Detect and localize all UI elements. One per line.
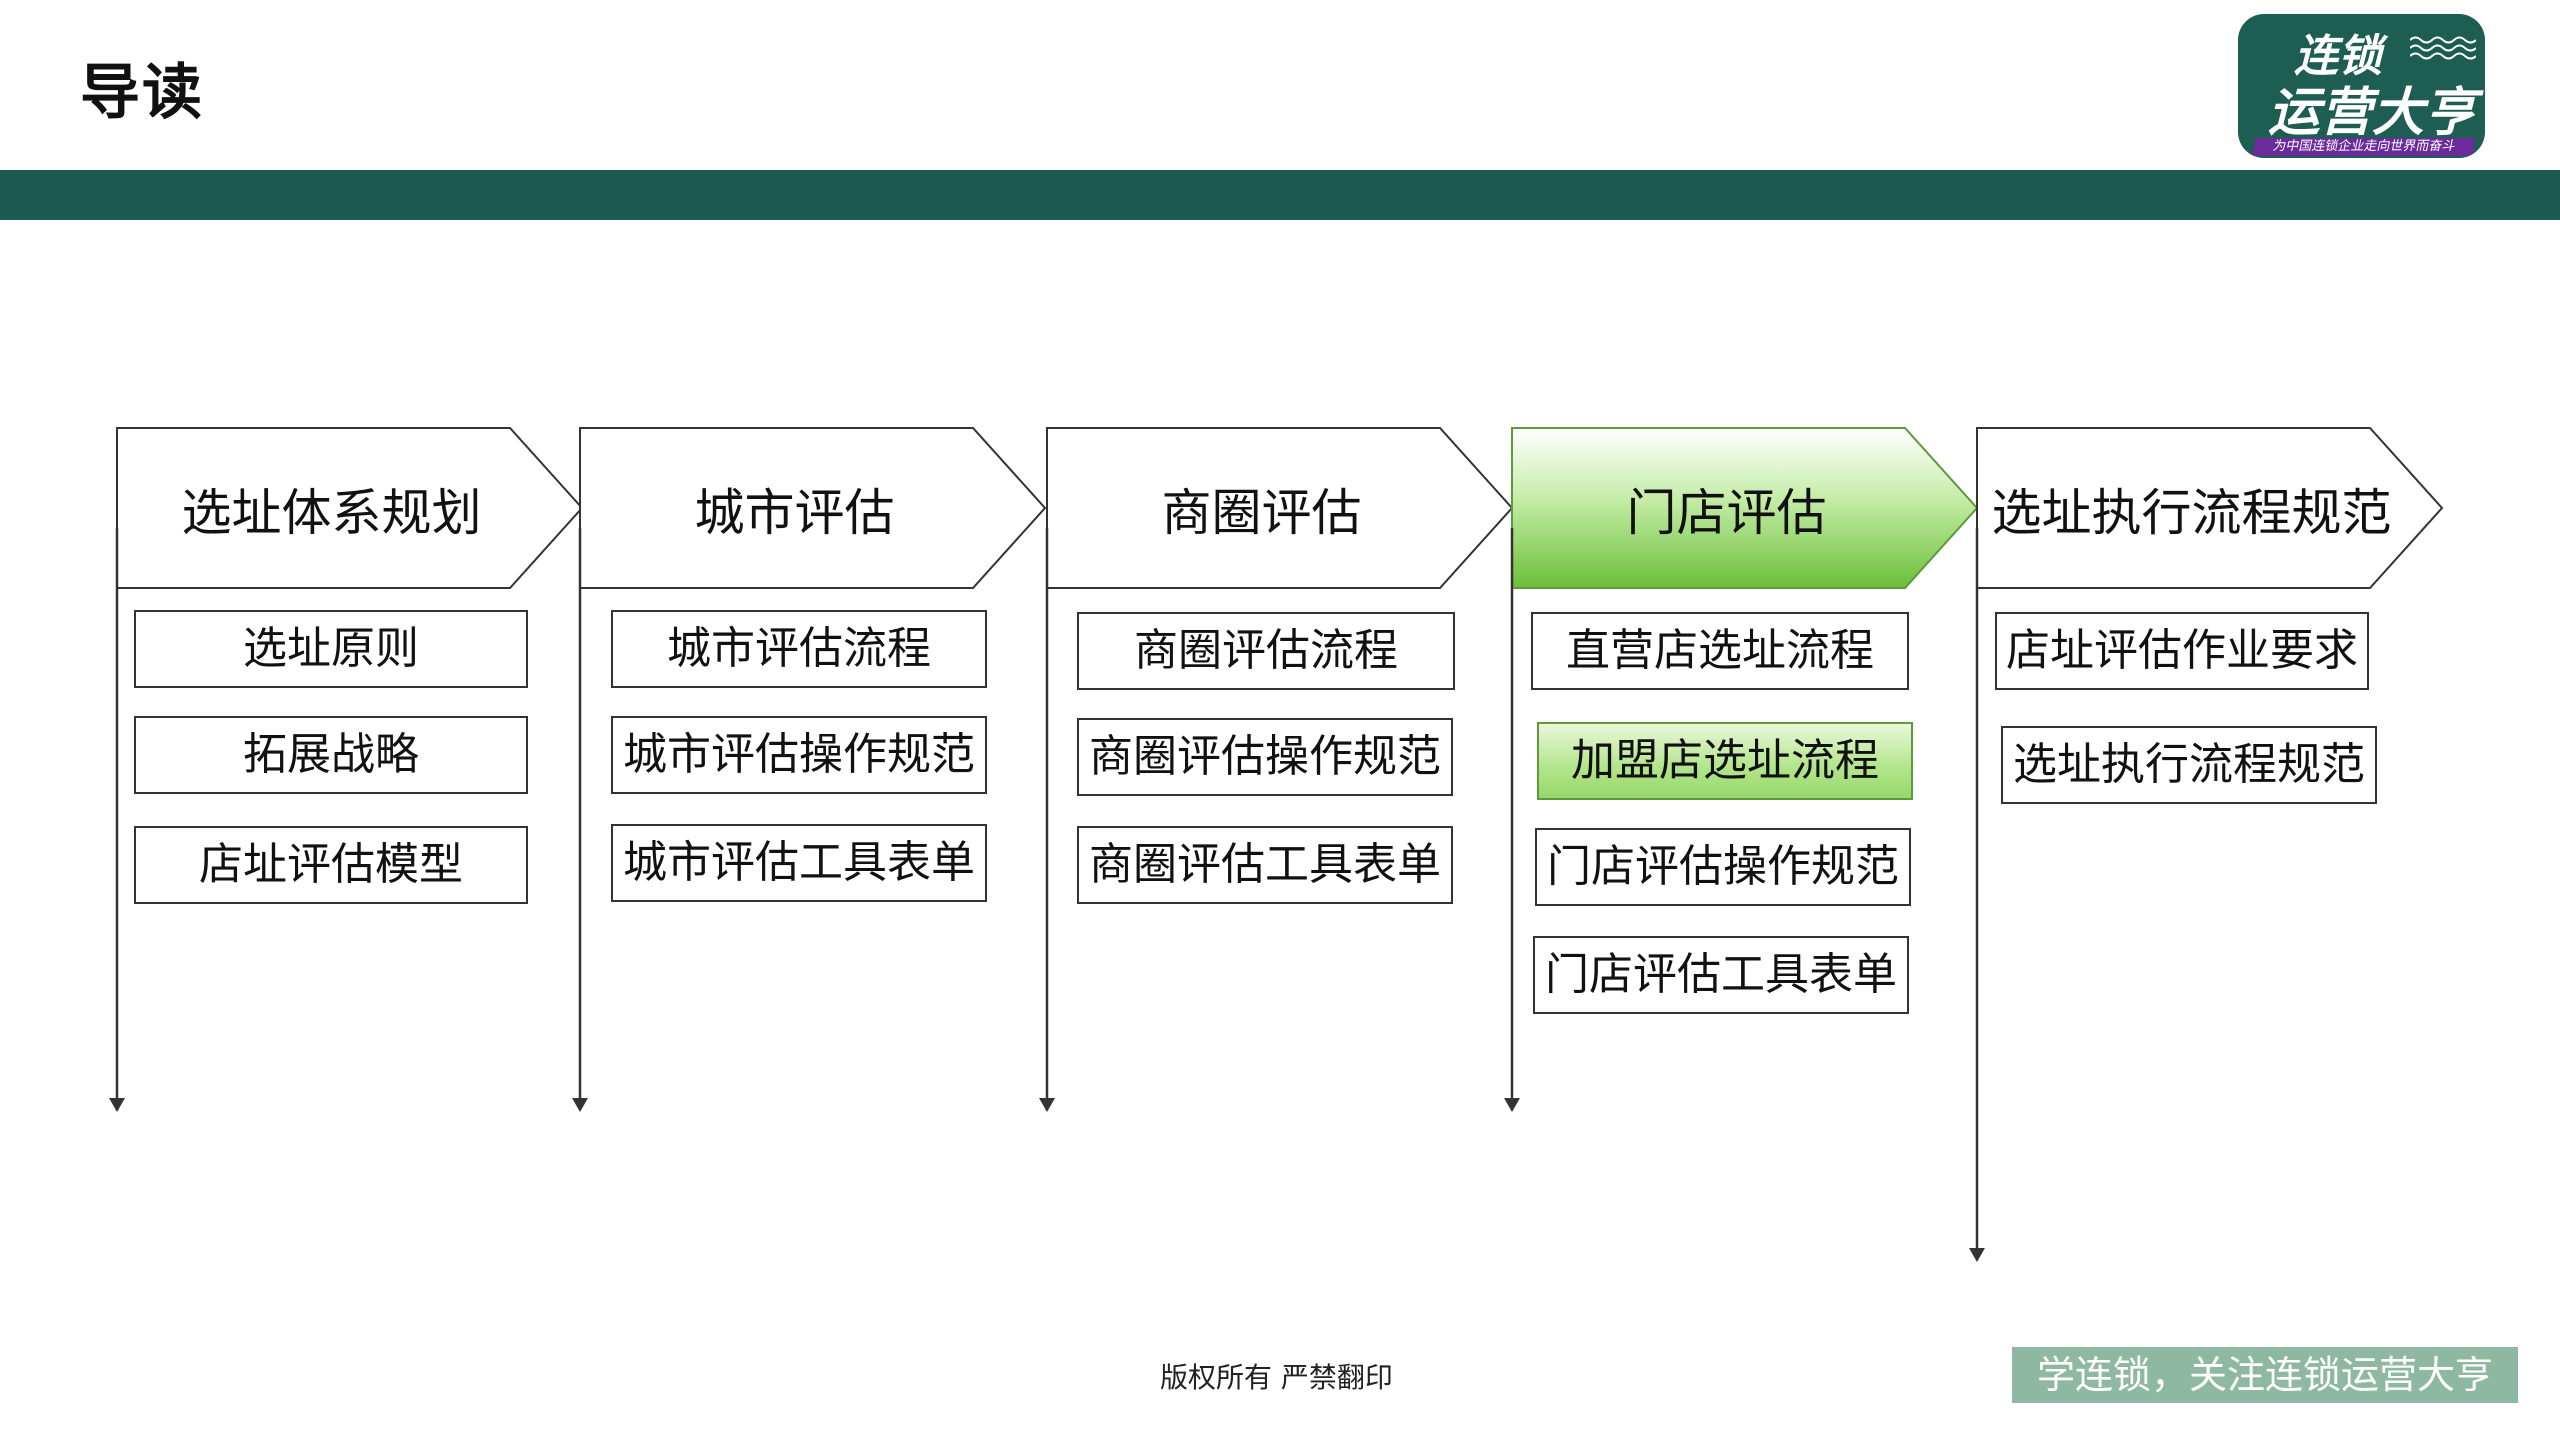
arrowhead-icon [109, 1098, 125, 1112]
arrowhead-icon [1504, 1098, 1520, 1112]
arrowhead-icon [1039, 1098, 1055, 1112]
logo-line2: 运营大亨 [2268, 83, 2477, 143]
stage-label-4: 门店评估 [1626, 484, 1827, 542]
brand-logo: 连锁 运营大亨 为中国连锁企业走向世界而奋斗 [2238, 14, 2485, 158]
stage-1-item-3: 店址评估模型 [134, 826, 528, 904]
slogan-banner: 学连锁，关注连锁运营大亨 [2012, 1347, 2518, 1403]
stage-label-5: 选址执行流程规范 [1991, 484, 2392, 542]
stage-4-item-4: 门店评估工具表单 [1533, 936, 1909, 1014]
waves-icon [2410, 36, 2476, 60]
stage-2-item-2: 城市评估操作规范 [611, 716, 987, 794]
logo-line1: 连锁 [2294, 31, 2382, 82]
stage-4-item-1: 直营店选址流程 [1531, 612, 1909, 690]
stage-label-2: 城市评估 [694, 484, 895, 542]
stage-1-item-1: 选址原则 [134, 610, 528, 688]
page-title: 导读 [80, 58, 204, 128]
stage-1-item-2: 拓展战略 [134, 716, 528, 794]
stage-3-item-3: 商圈评估工具表单 [1077, 826, 1453, 904]
arrowhead-icon [1969, 1248, 1985, 1262]
stage-5-item-1: 店址评估作业要求 [1995, 612, 2369, 690]
stage-4-item-3: 门店评估操作规范 [1535, 828, 1911, 906]
stage-2-item-1: 城市评估流程 [611, 610, 987, 688]
stage-label-1: 选址体系规划 [181, 484, 482, 542]
stage-2-item-3: 城市评估工具表单 [611, 824, 987, 902]
stage-3-item-1: 商圈评估流程 [1077, 612, 1455, 690]
stage-3-item-2: 商圈评估操作规范 [1077, 718, 1453, 796]
arrowhead-icon [572, 1098, 588, 1112]
stage-4-item-2: 加盟店选址流程 [1537, 722, 1913, 800]
stage-label-3: 商圈评估 [1161, 484, 1362, 542]
copyright-text: 版权所有 严禁翻印 [1160, 1361, 1393, 1394]
stage-5-item-2: 选址执行流程规范 [2001, 726, 2377, 804]
header-band [0, 170, 2560, 220]
